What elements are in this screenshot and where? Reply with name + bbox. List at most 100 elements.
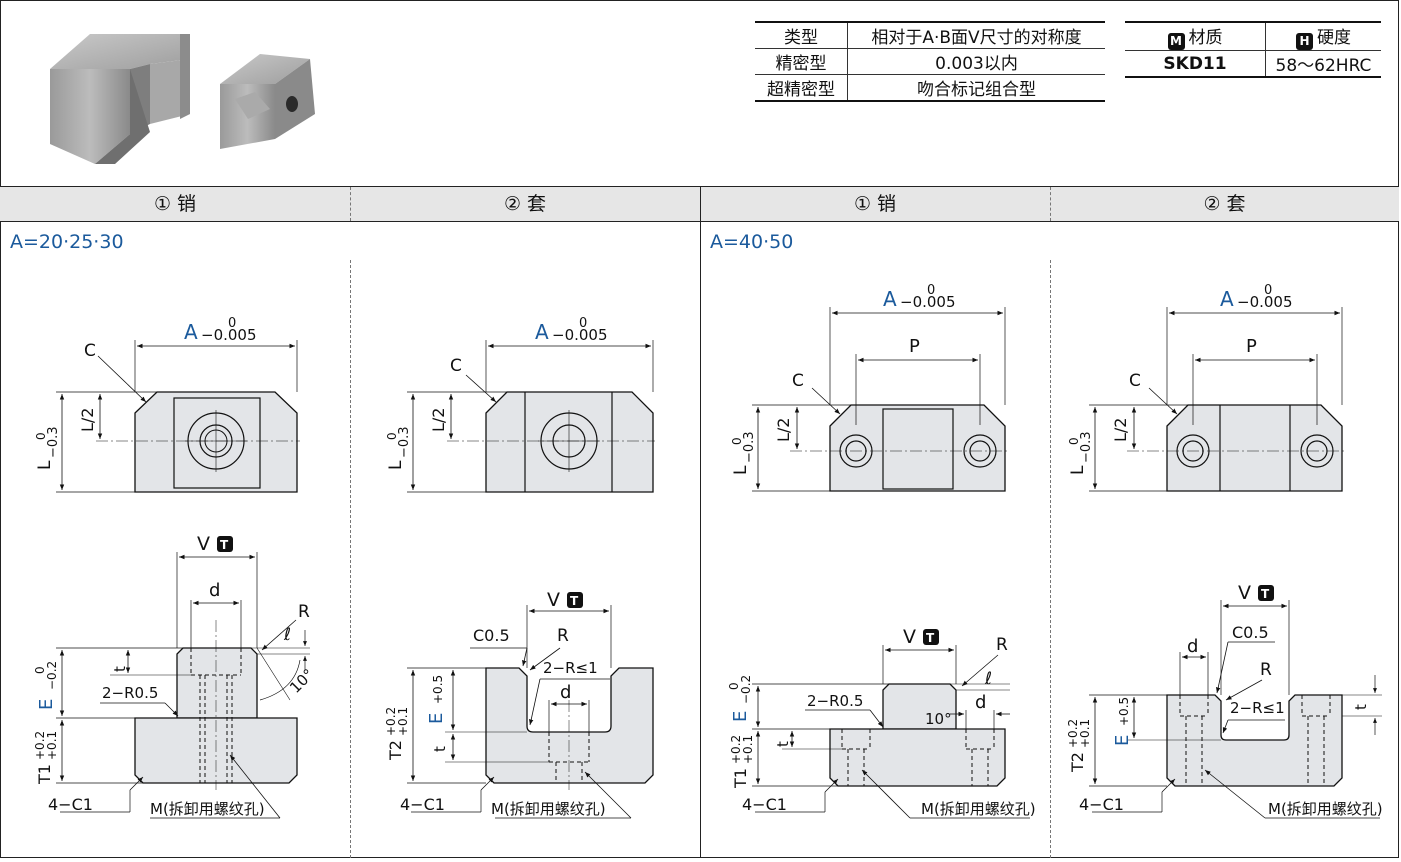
dim-t: t [431, 746, 449, 752]
dim-e-tol-lower: −0.2 [739, 675, 753, 704]
column-header-bushing-2: ② 套 [1203, 193, 1246, 215]
dim-e-tol-upper: 0 [727, 682, 741, 690]
hardness-value: 58～62HRC [1265, 50, 1381, 78]
dim-t1-tol-lower: +0.1 [741, 735, 755, 764]
dim-e-tol-upper: 0 [33, 666, 47, 674]
dim-l-tol-lower: −0.3 [397, 426, 412, 458]
dim-l-tol-upper: 0 [730, 437, 744, 445]
dim-t2-tol-upper: +0.2 [384, 707, 398, 736]
dim-t2: T2 [386, 740, 405, 761]
header-divider [1050, 187, 1051, 221]
radius-r: R [996, 635, 1008, 655]
dim-e-plus: +0.5 [1117, 697, 1131, 726]
dim-e-plus: +0.5 [431, 675, 445, 704]
group-divider [700, 186, 701, 858]
dim-t: t [774, 741, 792, 747]
chamfer-c: C [792, 371, 804, 391]
dim-a-tol-upper: 0 [1264, 283, 1272, 298]
thread-m-hole: M(拆卸用螺纹孔) [150, 800, 265, 818]
t-badge-icon: T [217, 536, 233, 552]
dim-l-half: L/2 [429, 408, 448, 432]
spec-row-ultra-type: 超精密型 [755, 74, 848, 102]
dim-a-tol-lower: −0.005 [552, 326, 608, 344]
dim-a: A [535, 320, 549, 344]
dim-t: t [111, 666, 129, 672]
dim-d: d [560, 682, 571, 703]
dim-l-tol-lower: −0.3 [1079, 431, 1094, 463]
chamfer-c05: C0.5 [473, 626, 510, 645]
dim-a-tol-upper: 0 [579, 316, 587, 331]
product-photo [50, 34, 315, 164]
chamfer-c: C [84, 341, 96, 361]
dim-v: V [903, 626, 916, 648]
t-badge-label: T [220, 538, 229, 552]
dim-a-tol-lower: −0.005 [201, 326, 257, 344]
dim-a-tol-upper: 0 [927, 283, 935, 298]
group-label-small: A=20·25·30 [10, 231, 124, 253]
column-divider [1050, 260, 1051, 858]
dim-l-tol-lower: −0.3 [46, 426, 61, 458]
thread-m-hole: M(拆卸用螺纹孔) [921, 800, 1036, 818]
radius-r05: 2−R0.5 [102, 684, 158, 702]
material-value: SKD11 [1125, 50, 1266, 78]
radius-r-le1: 2−R≤1 [1230, 699, 1285, 717]
bushing-large-front-view [1089, 600, 1382, 819]
dim-l: L [35, 460, 55, 470]
header-divider [350, 187, 351, 221]
dim-a-tol-lower: −0.005 [1237, 293, 1293, 311]
bushing-small-front-view [407, 605, 654, 819]
spec-header-symmetry: 相对于A·B面V尺寸的对称度 [847, 21, 1105, 49]
dim-t1-tol-upper: +0.2 [729, 735, 743, 764]
dim-t2-tol-lower: +0.1 [396, 707, 410, 736]
dim-t2-tol-lower: +0.1 [1078, 719, 1092, 748]
spec-row-precision-value: 0.003以内 [847, 48, 1105, 75]
type-spec-table: 类型 相对于A·B面V尺寸的对称度 精密型 0.003以内 超精密型 吻合标记组… [755, 21, 1105, 102]
dim-v: V [1238, 582, 1251, 604]
thread-m-hole: M(拆卸用螺纹孔) [1268, 800, 1383, 818]
dim-t2-tol-upper: +0.2 [1066, 719, 1080, 748]
dim-t1-tol-lower: +0.1 [45, 731, 59, 760]
pin-large-top-view [752, 307, 1008, 492]
pin-large-front-view [752, 645, 1030, 819]
bushing-small-top-view [407, 340, 655, 493]
chamfer-4-c1: 4−C1 [400, 795, 445, 814]
chamfer-c: C [1129, 371, 1141, 391]
dim-l: L [1068, 465, 1088, 475]
column-divider [350, 260, 351, 858]
dim-l-tol-lower: −0.3 [742, 431, 757, 463]
dim-l-tol-upper: 0 [1067, 437, 1081, 445]
pin-small-front-view [56, 552, 310, 819]
t-badge-icon: T [567, 592, 583, 608]
dim-l-tol-upper: 0 [34, 432, 48, 440]
radius-r05: 2−R0.5 [807, 692, 863, 710]
dim-a: A [1220, 287, 1234, 311]
dim-t1-tol-upper: +0.2 [33, 731, 47, 760]
dim-t1: T1 [35, 764, 54, 785]
radius-r: R [298, 602, 310, 622]
spec-row-ultra-value: 吻合标记组合型 [847, 74, 1105, 102]
t-badge-icon: T [923, 629, 939, 645]
angle-10deg: 10° [286, 665, 318, 697]
dim-a: A [184, 320, 198, 344]
thread-m-hole: M(拆卸用螺纹孔) [491, 800, 606, 818]
dim-p: P [909, 336, 920, 357]
dim-a-tol-upper: 0 [228, 316, 236, 331]
column-header-pin-2: ① 销 [853, 193, 897, 215]
spec-row-precision-type: 精密型 [755, 48, 848, 75]
radius-r: R [557, 626, 569, 646]
dim-d: d [975, 692, 986, 713]
dim-v: V [197, 533, 210, 555]
dim-p: P [1246, 336, 1257, 357]
chamfer-4-c1: 4−C1 [742, 795, 787, 814]
bushing-large-top-view [1089, 307, 1345, 492]
material-header-label: 材质 [1188, 28, 1223, 48]
dim-l-half: L/2 [78, 408, 97, 432]
t-badge-label: T [570, 594, 579, 608]
chamfer-c: C [450, 356, 462, 376]
dim-t: t [1352, 704, 1370, 710]
angle-10deg: 10° [925, 710, 952, 728]
